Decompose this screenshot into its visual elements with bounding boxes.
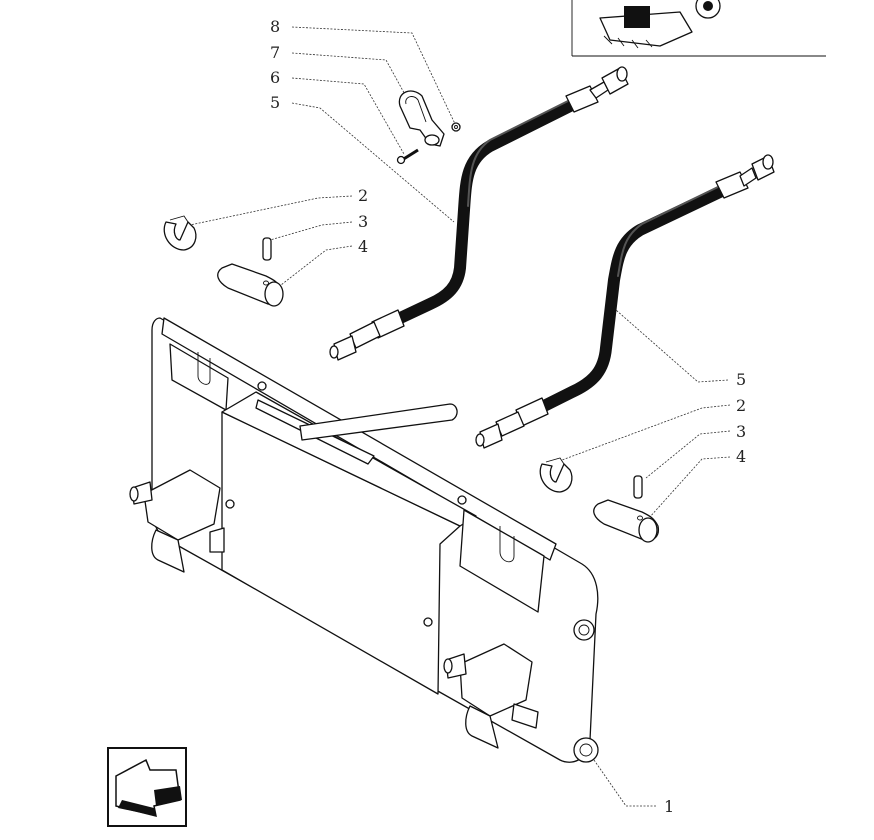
callout-6: 6 bbox=[270, 68, 280, 87]
part-8-nut bbox=[451, 122, 461, 132]
callout-5-lower: 5 bbox=[736, 370, 746, 389]
part-3-upper-pin bbox=[262, 237, 272, 261]
inset-thumbnail bbox=[571, 0, 826, 57]
callout-numbers: 8 7 6 5 2 3 4 5 2 3 4 1 bbox=[270, 17, 746, 816]
callout-1: 1 bbox=[664, 797, 674, 816]
next-page-arrow-icon[interactable] bbox=[107, 747, 187, 827]
callout-8: 8 bbox=[270, 17, 280, 36]
callout-3-upper: 3 bbox=[358, 212, 368, 231]
part-5-upper-hose bbox=[329, 66, 629, 361]
leader-lines bbox=[189, 26, 731, 807]
part-7-clamp bbox=[398, 90, 445, 147]
part-1-coupler-frame bbox=[129, 317, 599, 763]
callout-2-upper: 2 bbox=[358, 186, 368, 205]
part-5-lower-hose bbox=[475, 154, 775, 449]
part-2-upper-clip bbox=[163, 215, 197, 251]
part-3-lower-pin bbox=[633, 475, 643, 499]
part-4-upper-pin bbox=[217, 263, 284, 307]
callout-3-lower: 3 bbox=[736, 422, 746, 441]
part-4-lower-pin bbox=[593, 499, 660, 543]
part-2-lower-clip bbox=[539, 457, 573, 493]
callout-5-upper: 5 bbox=[270, 93, 280, 112]
callout-4-upper: 4 bbox=[358, 237, 368, 256]
callout-7: 7 bbox=[270, 43, 280, 62]
part-6-bolt bbox=[396, 148, 419, 165]
callout-2-lower: 2 bbox=[736, 396, 746, 415]
callout-4-lower: 4 bbox=[736, 447, 746, 466]
